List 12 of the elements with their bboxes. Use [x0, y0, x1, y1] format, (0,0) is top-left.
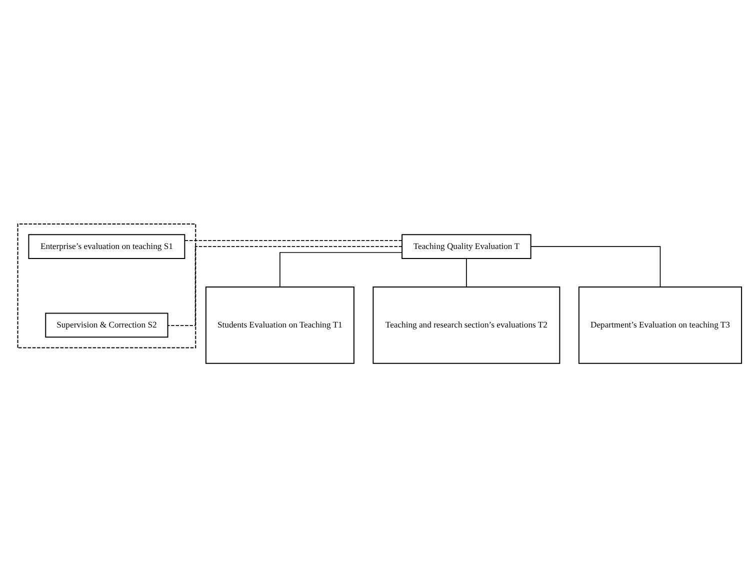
node-box: Teaching Quality Evaluation T — [402, 234, 532, 259]
node-box: Teaching and research section’s evaluations T2 — [372, 286, 560, 364]
connector — [466, 258, 467, 288]
connector — [530, 246, 661, 288]
node-box: Students Evaluation on Teaching T1 — [205, 286, 354, 364]
connector — [280, 252, 402, 288]
node-box: Department’s Evaluation on teaching T3 — [578, 286, 742, 364]
node-box: Enterprise’s evaluation on teaching S1 — [28, 234, 186, 259]
cluster — [17, 223, 196, 348]
node-box: Supervision & Correction S2 — [45, 312, 168, 338]
connector — [168, 246, 402, 326]
connector — [184, 240, 402, 241]
